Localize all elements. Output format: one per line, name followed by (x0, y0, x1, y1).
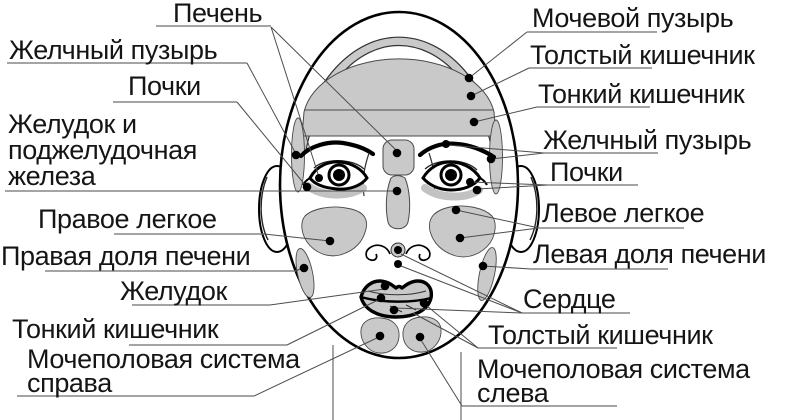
marker-dot (375, 331, 385, 341)
leader-liver-eye (270, 26, 320, 178)
label-urogenital-right: справа (27, 368, 113, 398)
label-stomach: Желудок (120, 276, 227, 306)
label-large-intestine-top: Толстый кишечник (530, 40, 755, 70)
lung-zone-left-cheek (428, 205, 496, 258)
label-urogenital-left: Мочеполовая система (477, 354, 751, 384)
label-kidneys-left: Почки (128, 71, 201, 101)
left-eyebrow (298, 140, 376, 159)
leader-lines (236, 26, 549, 420)
marker-dot (464, 73, 474, 83)
label-stomach-pancreas: железа (8, 161, 97, 191)
liver-lobe-zone-right (295, 248, 315, 298)
marker-dot (478, 261, 488, 271)
label-underlines (5, 25, 684, 407)
leader-liver-glabella (270, 26, 397, 151)
leader-kidneys-right-1 (476, 184, 549, 190)
marker-dot (466, 91, 476, 101)
leader-gallbladder-right-2 (446, 144, 545, 154)
label-urogenital-left: слева (477, 378, 550, 408)
leader-urogenital-right (253, 336, 380, 397)
kidney-zone-left (304, 182, 367, 199)
marker-dot (394, 260, 402, 268)
label-left-liver-lobe: Левая доля печени (533, 239, 766, 269)
label-gallbladder-right: Желчный пузырь (543, 125, 751, 155)
leader-stomach (269, 288, 386, 306)
marker-dot (394, 246, 402, 254)
marker-dot (392, 148, 402, 158)
marker-dot (472, 185, 482, 195)
marker-dot (291, 150, 301, 160)
marker-dot (419, 298, 429, 308)
label-right-lung: Правое легкое (38, 204, 217, 234)
right-ear-fold (529, 176, 538, 241)
label-kidneys-right: Почки (550, 157, 623, 187)
leader-kidneys-right-2 (469, 181, 549, 186)
marker-dot (451, 205, 461, 215)
marker-dot (455, 233, 465, 243)
leader-small-intestine-right (473, 106, 538, 123)
marker-dot (302, 182, 312, 192)
leader-small-intestine-left (286, 298, 381, 346)
label-liver: Печень (173, 0, 262, 28)
right-eye-outer-flick (479, 177, 488, 186)
leader-gallbladder-left (246, 62, 297, 155)
label-right-liver-lobe: Правая доля печени (1, 241, 250, 271)
leader-left-lung-1 (459, 227, 540, 239)
label-urogenital-right: Мочеполовая система (27, 344, 301, 374)
right-pupil (445, 169, 457, 181)
leader-right-lung (263, 233, 331, 242)
marker-dot (376, 293, 386, 303)
right-eyebrow (417, 141, 497, 160)
label-stomach-pancreas: поджелудочная (8, 135, 197, 165)
label-left-lung: Левое легкое (542, 198, 704, 228)
marker-dot (486, 154, 496, 164)
marker-dot (315, 174, 323, 182)
label-gallbladder-left: Желчный пузырь (9, 35, 217, 65)
marker-dot (466, 178, 474, 186)
stomach-pancreas-zone (385, 175, 411, 230)
label-large-intestine-bottom: Толстый кишечник (488, 320, 713, 350)
labels-right: Мочевой пузырь Толстый кишечник Тонкий к… (477, 3, 766, 408)
leader-bladder (468, 31, 528, 79)
marker-dot (442, 140, 450, 148)
leader-gallbladder-right-1 (490, 152, 545, 160)
leader-left-lung-2 (455, 209, 540, 229)
left-eye-outer-flick (302, 177, 311, 186)
leader-large-intestine-bottom-2 (412, 312, 479, 349)
leader-heart-2 (400, 265, 523, 314)
label-stomach-pancreas: Желудок и (8, 109, 137, 139)
leader-kidneys-left (236, 101, 307, 187)
marker-dot (299, 263, 309, 273)
liver-zone-glabella (382, 139, 415, 176)
left-pupil (333, 169, 345, 181)
marker-dot (380, 281, 390, 291)
large-intestine-zone (301, 58, 497, 137)
leader-heart-3 (395, 307, 523, 314)
left-ear-fold (260, 176, 269, 241)
label-bladder: Мочевой пузырь (532, 3, 733, 33)
label-small-intestine-right: Тонкий кишечник (538, 79, 745, 109)
left-nostril-curl (365, 244, 391, 262)
leader-heart-1 (400, 253, 523, 314)
marker-dot (325, 236, 335, 246)
marker-dots (291, 73, 496, 342)
label-heart: Сердце (523, 284, 615, 314)
leader-large-intestine-bottom-1 (426, 305, 479, 349)
upper-lip-line (367, 290, 427, 296)
label-small-intestine-left: Тонкий кишечник (12, 314, 219, 344)
marker-dot (415, 332, 425, 342)
marker-dot (469, 117, 479, 127)
leader-large-intestine-top (470, 67, 530, 97)
lung-zone-right-cheek (301, 206, 368, 257)
leader-urogenital-left (420, 339, 463, 407)
right-nostril-curl (405, 244, 431, 262)
face-drawing (258, 10, 540, 360)
marker-dot (389, 305, 399, 315)
labels-left: Печень Желчный пузырь Почки Желудок и по… (1, 0, 302, 398)
leader-left-liver-lobe (482, 265, 532, 270)
liver-lobe-zone-left (477, 247, 497, 301)
marker-dot (392, 186, 402, 196)
